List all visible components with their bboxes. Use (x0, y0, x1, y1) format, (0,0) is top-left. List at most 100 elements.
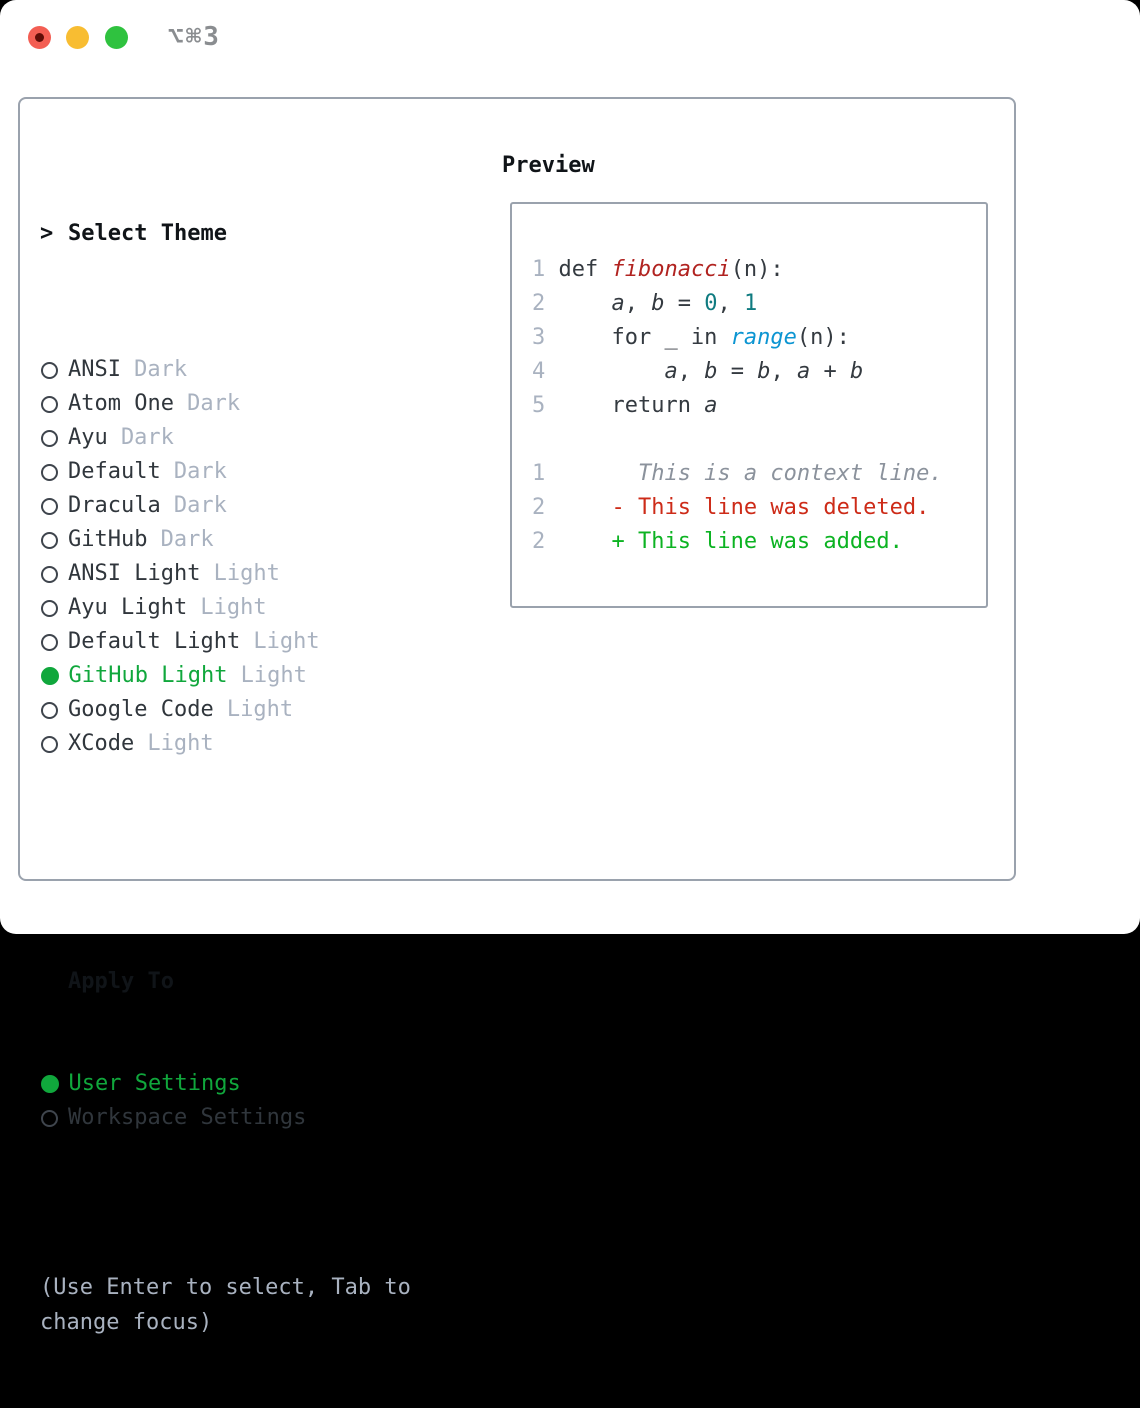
keyboard-hint: (Use Enter to select, Tab to change focu… (40, 1275, 425, 1335)
theme-variant-label: Dark (160, 527, 214, 552)
line-number: 1 (532, 461, 546, 486)
select-theme-header: >Select Theme (40, 217, 430, 251)
apply-option-user-settings[interactable]: User Settings (40, 1067, 430, 1101)
code-line: 2 - This line was deleted. (532, 491, 986, 525)
close-button[interactable] (28, 26, 51, 49)
code-segment: = (664, 291, 705, 316)
code-segment: a (611, 291, 625, 316)
code-segment: This is a context line. (558, 461, 943, 486)
code-segment: range (730, 325, 797, 350)
window-title: ⌥⌘3 (168, 22, 221, 52)
theme-option-dracula[interactable]: Dracula Dark (40, 489, 430, 523)
radio-icon (41, 633, 58, 651)
theme-variant-label: Dark (173, 493, 227, 518)
theme-variant-label: Dark (134, 357, 188, 382)
line-number: 2 (532, 529, 546, 554)
line-number: 5 (532, 393, 546, 418)
theme-variant-label: Light (213, 561, 280, 586)
theme-option-ansi-light[interactable]: ANSI Light Light (40, 557, 430, 591)
spacer (40, 863, 430, 897)
code-segment: , (717, 291, 744, 316)
code-segment: + This line was added. (558, 529, 903, 554)
theme-name: GitHub Light (68, 663, 228, 688)
code-segment: (n): (796, 325, 850, 350)
code-segment: b (651, 291, 665, 316)
radio-icon (41, 531, 58, 549)
theme-variant-label: Dark (173, 459, 227, 484)
line-number: 1 (532, 257, 546, 282)
theme-option-ayu-light[interactable]: Ayu Light Light (40, 591, 430, 625)
theme-variant-label: Light (253, 629, 320, 654)
code-segment: 0 (704, 291, 718, 316)
theme-variant-label: Light (240, 663, 307, 688)
radio-selected-icon (41, 1075, 59, 1093)
theme-name: Default Light (68, 629, 241, 654)
code-line: 1 This is a context line. (532, 457, 986, 491)
minimize-button[interactable] (66, 26, 89, 49)
theme-variant-label: Dark (120, 425, 174, 450)
theme-option-github-light[interactable]: GitHub Light Light (40, 659, 430, 693)
theme-name: Google Code (68, 697, 214, 722)
preview-title: Preview (502, 153, 595, 178)
code-segment: + (810, 359, 850, 384)
theme-name: GitHub (68, 527, 148, 552)
code-line: 4 a, b = b, a + b (532, 355, 986, 389)
theme-option-xcode[interactable]: XCode Light (40, 727, 430, 761)
theme-name: Ayu Light (68, 595, 188, 620)
maximize-button[interactable] (105, 26, 128, 49)
theme-option-ansi[interactable]: ANSI Dark (40, 353, 430, 387)
code-segment: , (770, 359, 797, 384)
radio-icon (41, 463, 58, 481)
line-number: 2 (532, 495, 546, 520)
radio-icon (41, 497, 58, 515)
line-number: 2 (532, 291, 546, 316)
theme-option-ayu[interactable]: Ayu Dark (40, 421, 430, 455)
theme-option-default[interactable]: Default Dark (40, 455, 430, 489)
theme-name: Atom One (68, 391, 174, 416)
radio-icon (41, 735, 58, 753)
theme-option-github[interactable]: GitHub Dark (40, 523, 430, 557)
radio-selected-icon (41, 667, 59, 685)
code-segment: a (704, 393, 718, 418)
code-segment: b (704, 359, 718, 384)
code-line: 2 a, b = 0, 1 (532, 287, 986, 321)
code-segment: = (717, 359, 758, 384)
theme-variant-label: Light (200, 595, 267, 620)
titlebar: ⌥⌘3 (0, 0, 1140, 72)
code-segment: , (677, 359, 705, 384)
theme-name: Ayu (68, 425, 108, 450)
code-segment: b (849, 359, 864, 384)
code-segment: 1 (743, 291, 758, 316)
line-number: 3 (532, 325, 546, 350)
code-segment: - This line was deleted. (558, 495, 930, 520)
radio-icon (41, 565, 58, 583)
theme-variant-label: Light (147, 731, 214, 756)
code-segment: return (558, 393, 705, 418)
radio-icon (41, 429, 58, 447)
theme-name: Default (68, 459, 161, 484)
line-number: 4 (532, 359, 546, 384)
theme-name: ANSI (68, 357, 121, 382)
theme-name: XCode (68, 731, 135, 756)
select-theme-title: Select Theme (68, 221, 227, 246)
theme-name: Dracula (68, 493, 161, 518)
code-segment: for _ in (558, 325, 731, 350)
theme-option-default-light[interactable]: Default Light Light (40, 625, 430, 659)
radio-icon (41, 701, 58, 719)
code-line: 3 for _ in range(n): (532, 321, 986, 355)
code-line (532, 423, 986, 457)
apply-option-workspace-settings[interactable]: Workspace Settings (40, 1101, 430, 1135)
code-segment (558, 291, 611, 316)
theme-name: ANSI Light (68, 561, 201, 586)
code-segment: (n): (730, 257, 784, 282)
apply-option-label: Workspace Settings (68, 1105, 307, 1130)
code-segment (558, 359, 664, 384)
radio-icon (41, 361, 58, 379)
